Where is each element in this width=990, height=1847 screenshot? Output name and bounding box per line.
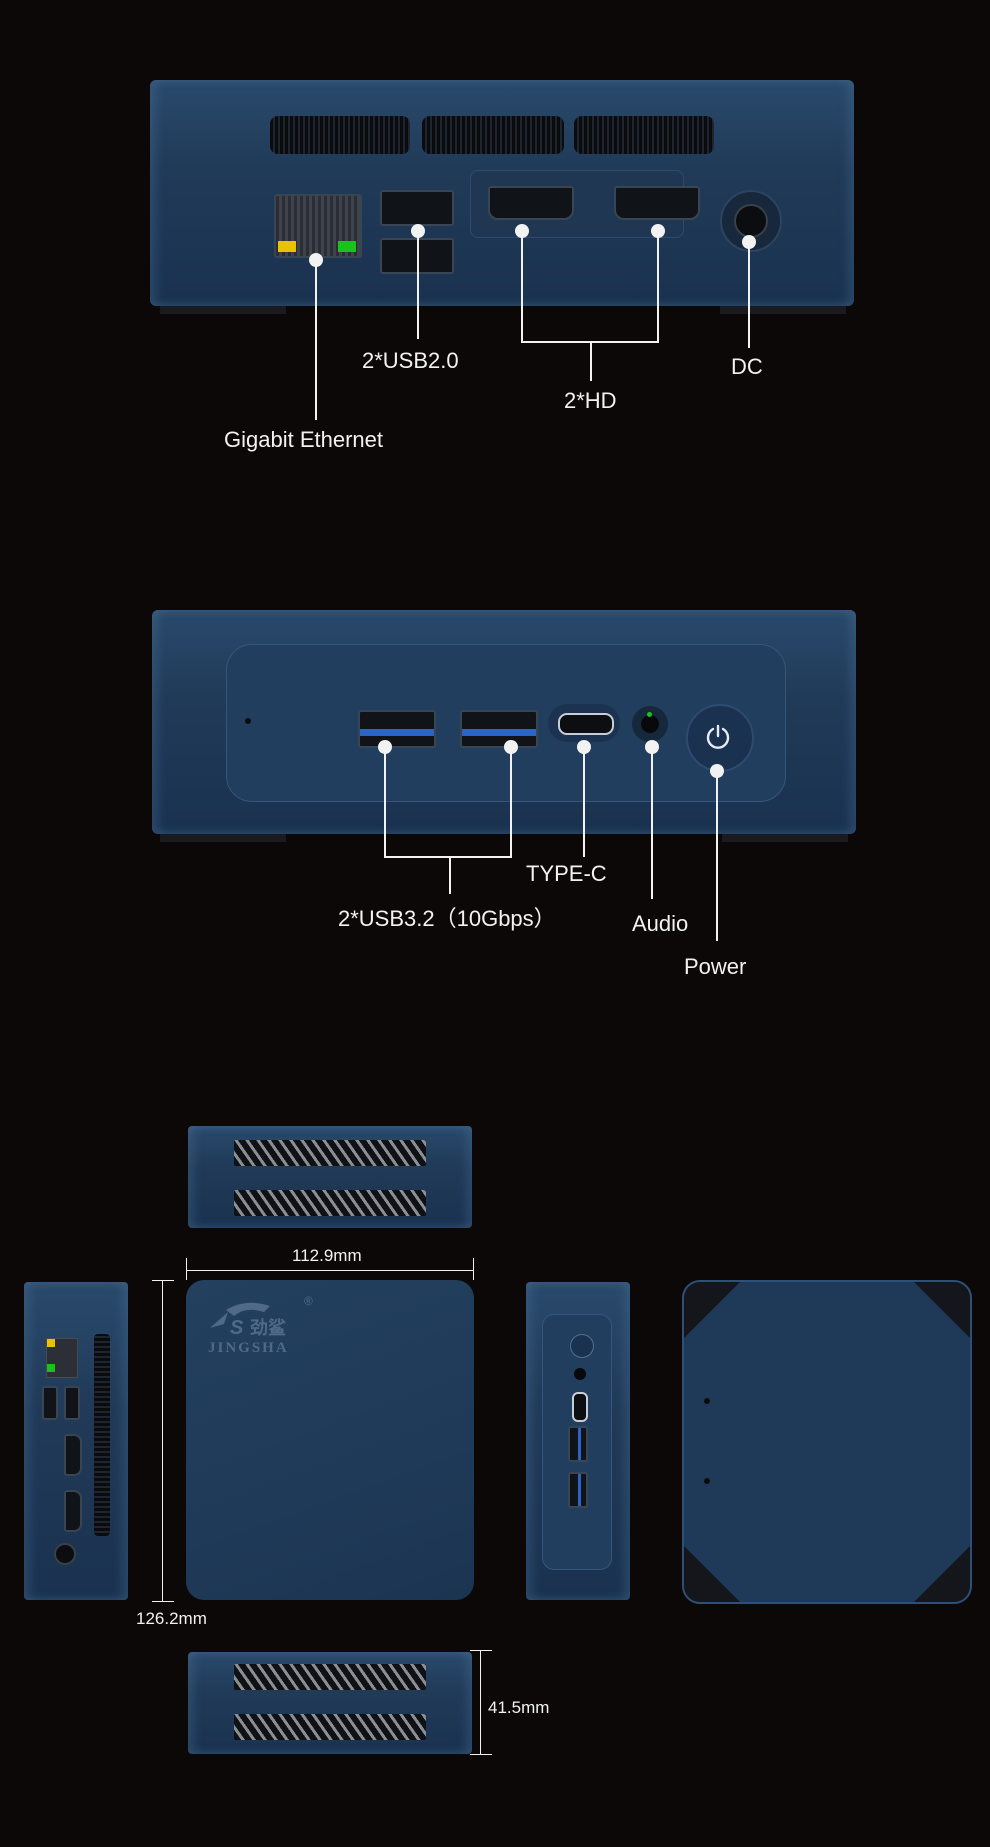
svg-text:S: S <box>230 1317 244 1339</box>
rear-vent-3 <box>574 116 714 154</box>
bottom-screw-1 <box>704 1398 710 1404</box>
dc-jack-inner <box>734 204 768 238</box>
usb3-bracket <box>384 856 512 858</box>
audio-line <box>651 747 653 899</box>
depth-dim-tick-bottom <box>152 1601 174 1602</box>
ethernet-line <box>315 260 317 420</box>
hdmi-port-2 <box>614 186 700 220</box>
typec-label: TYPE-C <box>526 861 607 886</box>
audio-label: Audio <box>632 911 689 936</box>
typec-line <box>583 747 585 857</box>
bottom-view <box>682 1280 972 1604</box>
brand-logo-text: JINGSHA <box>208 1340 289 1356</box>
side-view-top-vent-1 <box>234 1140 426 1166</box>
top-view <box>186 1280 474 1600</box>
usb3-port-1 <box>358 710 436 748</box>
typec-port <box>558 713 614 735</box>
width-dim-line <box>186 1270 474 1271</box>
rear-vertical-dc <box>54 1543 76 1565</box>
hdmi-port-1 <box>488 186 574 220</box>
usb3-port-2 <box>460 710 538 748</box>
bottom-foot-br <box>914 1546 970 1602</box>
usb2-line <box>417 231 419 339</box>
height-dim-line <box>480 1650 481 1754</box>
rear-foot-left <box>160 306 286 314</box>
rear-vertical-hdmi-1 <box>64 1434 82 1476</box>
usb2-label: 2*USB2.0 <box>362 348 459 373</box>
power-button <box>686 704 754 772</box>
width-dim-tick-right <box>473 1258 474 1280</box>
usb3-line-2 <box>510 747 512 857</box>
rear-vertical-led-yellow <box>47 1339 55 1347</box>
depth-dim-tick-top <box>152 1280 174 1281</box>
depth-dim-line <box>162 1280 163 1602</box>
height-dim-tick-top <box>470 1650 492 1651</box>
rear-vertical-vent <box>94 1334 110 1536</box>
power-label: Power <box>684 954 747 979</box>
height-label: 41.5mm <box>488 1698 550 1717</box>
audio-jack-inner <box>641 715 659 733</box>
side-view-bottom-vent-2 <box>234 1714 426 1740</box>
audio-led <box>647 712 652 717</box>
dc-label: DC <box>731 354 763 379</box>
power-icon <box>702 720 734 752</box>
hd-line-1 <box>521 231 523 343</box>
bottom-foot-tl <box>684 1282 740 1338</box>
front-vertical-typec <box>572 1392 588 1422</box>
width-label: 112.9mm <box>292 1246 362 1265</box>
front-vertical-usb3-2 <box>568 1472 588 1508</box>
front-foot-right <box>722 834 848 842</box>
front-vertical-power <box>570 1334 594 1358</box>
ethernet-led-yellow <box>278 241 296 252</box>
rear-foot-right <box>720 306 846 314</box>
svg-text:劲鲨: 劲鲨 <box>250 1317 286 1338</box>
brand-registered: ® <box>304 1294 313 1308</box>
usb3-line-1 <box>384 747 386 857</box>
bottom-foot-tr <box>914 1282 970 1338</box>
front-foot-left <box>160 834 286 842</box>
rear-vent-2 <box>422 116 564 154</box>
side-view-top-vent-2 <box>234 1190 426 1216</box>
usb3-stem <box>449 856 451 894</box>
rear-vertical-hdmi-2 <box>64 1490 82 1532</box>
rear-vertical-usb-b <box>64 1386 80 1420</box>
front-vertical-audio <box>574 1368 586 1380</box>
front-pinhole <box>245 718 251 724</box>
hd-line-2 <box>657 231 659 343</box>
ethernet-led-green <box>338 241 356 252</box>
usb3-label: 2*USB3.2（10Gbps） <box>338 906 556 931</box>
hd-stem <box>590 341 592 381</box>
front-vertical-usb3-1 <box>568 1426 588 1462</box>
bottom-screw-2 <box>704 1478 710 1484</box>
height-dim-tick-bottom <box>470 1754 492 1755</box>
rear-vertical-usb-a <box>42 1386 58 1420</box>
ethernet-label: Gigabit Ethernet <box>224 427 383 452</box>
depth-label: 126.2mm <box>136 1609 207 1628</box>
bottom-foot-bl <box>684 1546 740 1602</box>
rear-vent-1 <box>270 116 410 154</box>
hd-label: 2*HD <box>564 388 617 413</box>
brand-logo-mark: S 劲鲨 <box>206 1298 316 1340</box>
side-view-bottom-vent-1 <box>234 1664 426 1690</box>
power-line <box>716 771 718 941</box>
usb2-port-top <box>380 190 454 226</box>
dc-line <box>748 242 750 348</box>
rear-vertical-led-green <box>47 1364 55 1372</box>
width-dim-tick-left <box>186 1258 187 1280</box>
